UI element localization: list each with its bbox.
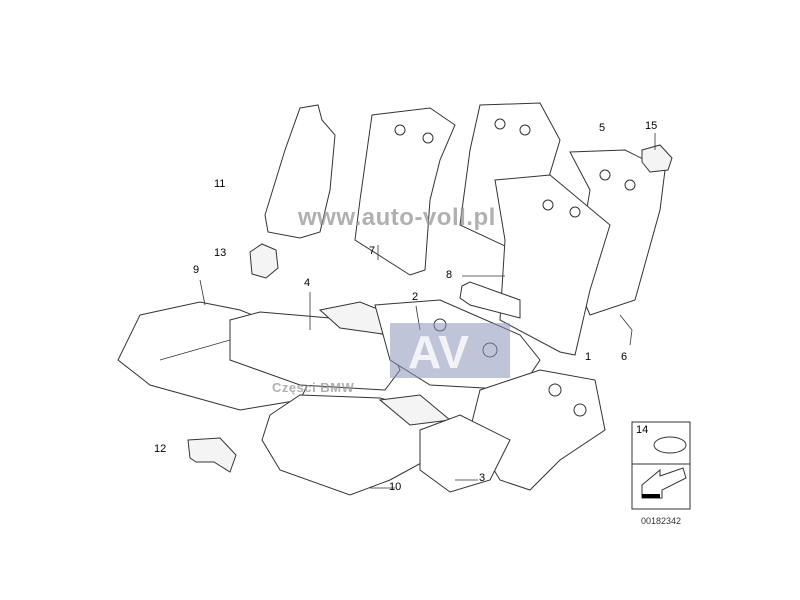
callout-7[interactable]: 7 — [369, 245, 376, 257]
part-10-seat-cushion[interactable] — [261, 394, 446, 496]
callout-14[interactable]: 14 — [636, 424, 649, 436]
watermark-text: Częsci BMW — [272, 380, 355, 395]
part-12-bracket[interactable] — [187, 437, 237, 473]
clip-icon — [653, 436, 687, 454]
callout-11[interactable]: 11 — [214, 178, 226, 190]
part-3-bolster[interactable] — [419, 414, 511, 493]
callout-12[interactable]: 12 — [154, 443, 167, 455]
part-8-armrest-pad[interactable] — [459, 281, 521, 319]
callout-9[interactable]: 9 — [193, 264, 200, 276]
callout-3[interactable]: 3 — [479, 472, 486, 484]
callout-5[interactable]: 5 — [599, 122, 606, 134]
part-13-cover[interactable] — [249, 243, 279, 279]
part-7-backrest-cover[interactable] — [354, 107, 456, 276]
callout-1[interactable]: 1 — [585, 351, 592, 363]
part-15-clip[interactable] — [641, 144, 673, 173]
callout-15[interactable]: 15 — [645, 120, 658, 132]
av-logo-text: AV — [408, 326, 470, 378]
part-8-backrest[interactable] — [494, 174, 611, 356]
part-14-legend-box — [631, 421, 691, 510]
part-11-side-bolster[interactable] — [264, 104, 336, 239]
callout-6[interactable]: 6 — [621, 351, 628, 363]
diagram-code: 00182342 — [641, 516, 682, 526]
callout-4[interactable]: 4 — [304, 277, 311, 289]
callout-10[interactable]: 10 — [389, 481, 402, 493]
callout-2[interactable]: 2 — [412, 291, 419, 303]
av-logo-watermark — [390, 323, 510, 378]
callout-13[interactable]: 13 — [214, 247, 227, 259]
callout-8[interactable]: 8 — [446, 269, 453, 281]
watermark-url: www.auto-voll.pl — [298, 204, 496, 231]
